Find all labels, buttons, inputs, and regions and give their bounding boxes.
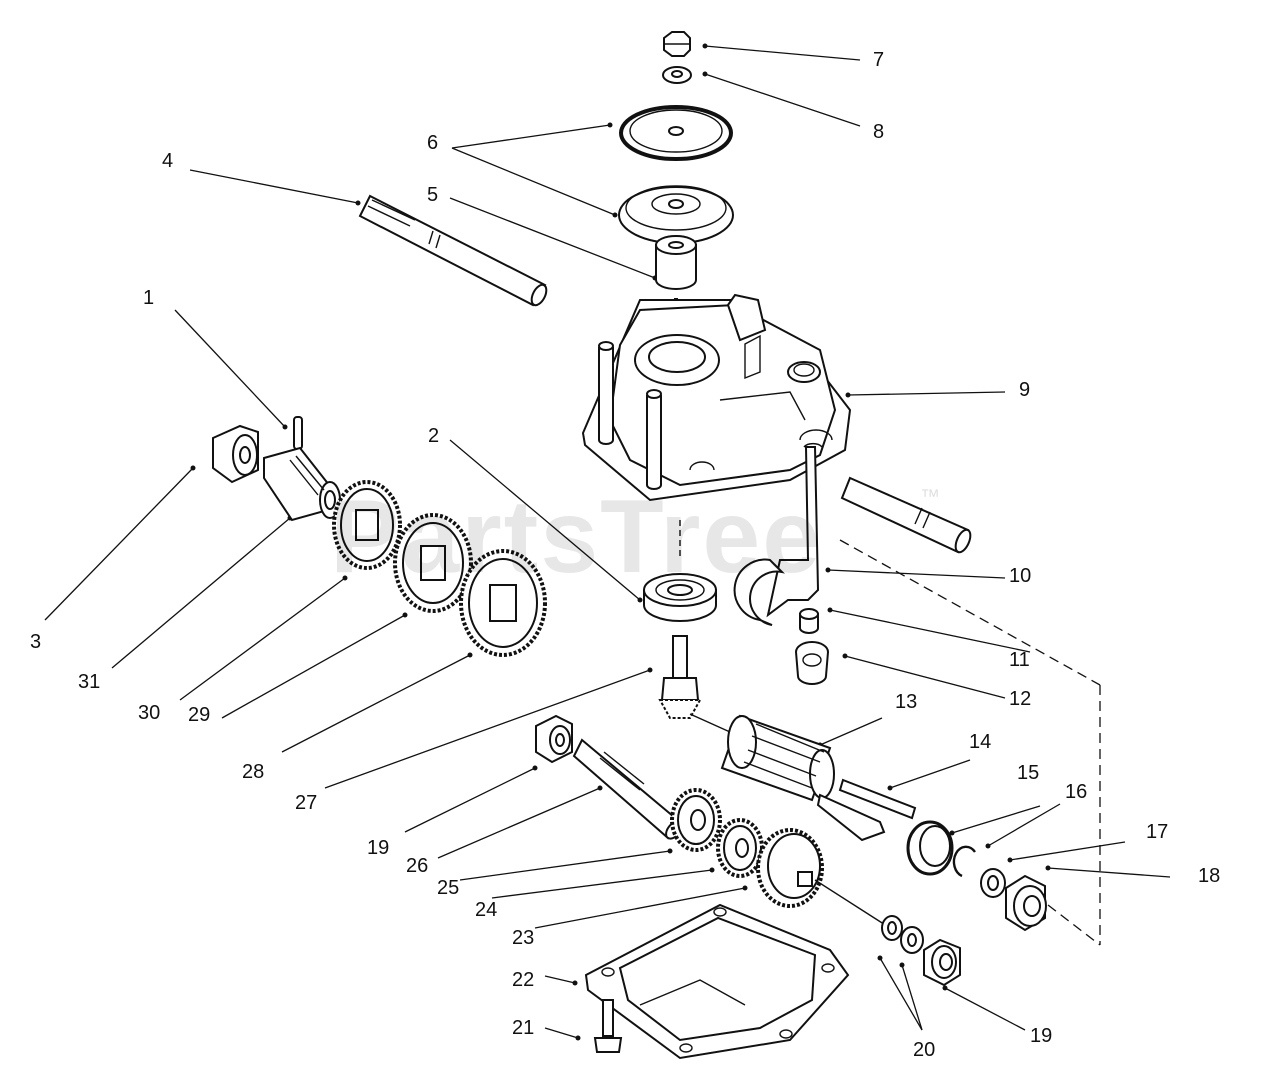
callout-1[interactable]: 1: [143, 287, 155, 309]
retaining-clip: [952, 845, 976, 878]
callout-18[interactable]: 18: [1198, 865, 1221, 887]
callout-25[interactable]: 25: [437, 877, 460, 899]
pulley-upper: [619, 105, 733, 161]
callout-2[interactable]: 2: [428, 425, 440, 447]
callout-29[interactable]: 29: [188, 704, 211, 726]
bushing-right: [1005, 874, 1047, 932]
callout-6[interactable]: 6: [427, 132, 439, 154]
splined-coupling: [720, 714, 835, 802]
washer-top: [662, 66, 692, 84]
countershaft: [572, 738, 683, 840]
shift-key: [799, 608, 819, 634]
leader-lines: [44, 45, 1171, 1039]
gear-countershaft-2: [716, 818, 764, 878]
callout-31[interactable]: 31: [78, 671, 101, 693]
trademark-symbol: ™: [920, 486, 940, 508]
callout-17[interactable]: 17: [1146, 821, 1169, 843]
ball-bearing: [643, 573, 717, 622]
callout-21[interactable]: 21: [512, 1017, 535, 1039]
callout-11[interactable]: 11: [1009, 649, 1030, 671]
callout-28[interactable]: 28: [242, 761, 265, 783]
callout-22[interactable]: 22: [512, 969, 535, 991]
collar-lower: [535, 714, 573, 764]
splined-sleeve: [263, 446, 341, 522]
callout-27[interactable]: 27: [295, 792, 318, 814]
callout-24[interactable]: 24: [475, 899, 498, 921]
collar-ring: [906, 820, 954, 876]
pulley-lower: [618, 185, 734, 244]
bottom-cover: [584, 903, 850, 1060]
callout-30[interactable]: 30: [138, 702, 161, 724]
callout-16[interactable]: 16: [1065, 781, 1088, 803]
watermark-text: PartsTree: [330, 479, 823, 595]
collar-left: [212, 424, 259, 484]
pin: [293, 416, 303, 450]
callout-19-left[interactable]: 19: [367, 837, 390, 859]
callout-10[interactable]: 10: [1009, 565, 1032, 587]
transmission-housing: [581, 293, 852, 502]
callout-3[interactable]: 3: [30, 631, 42, 653]
gear-bevel-output: [756, 828, 824, 908]
gear-mid-left: [393, 513, 473, 613]
thrust-washer-1: [881, 915, 903, 941]
axle-shaft-right: [840, 476, 972, 554]
callout-4[interactable]: 4: [162, 150, 174, 172]
gear-countershaft-1: [670, 788, 722, 852]
callout-14[interactable]: 14: [969, 731, 992, 753]
hex-nut: [663, 31, 691, 57]
callout-23[interactable]: 23: [512, 927, 535, 949]
bushing-lower: [923, 938, 961, 987]
thrust-washer-2: [900, 926, 924, 954]
callout-20[interactable]: 20: [913, 1039, 936, 1061]
callout-26[interactable]: 26: [406, 855, 429, 877]
cover-bolt: [593, 999, 623, 1053]
callout-19-right[interactable]: 19: [1030, 1025, 1053, 1047]
bevel-pinion-shaft: [658, 520, 702, 719]
shift-fork: [794, 641, 830, 685]
callout-8[interactable]: 8: [873, 121, 885, 143]
callout-5[interactable]: 5: [427, 184, 439, 206]
callout-7[interactable]: 7: [873, 49, 885, 71]
callout-12[interactable]: 12: [1009, 688, 1032, 710]
bushing-top: [655, 235, 697, 290]
thrust-washer-right: [980, 868, 1006, 898]
gear-large-left: [459, 549, 547, 657]
callout-13[interactable]: 13: [895, 691, 918, 713]
callout-15[interactable]: 15: [1017, 762, 1040, 784]
shift-lever: [733, 442, 823, 626]
shift-key-bar: [816, 778, 917, 842]
axle-shaft-upper: [358, 194, 548, 307]
callout-9[interactable]: 9: [1019, 379, 1031, 401]
gear-small-left: [332, 480, 402, 570]
